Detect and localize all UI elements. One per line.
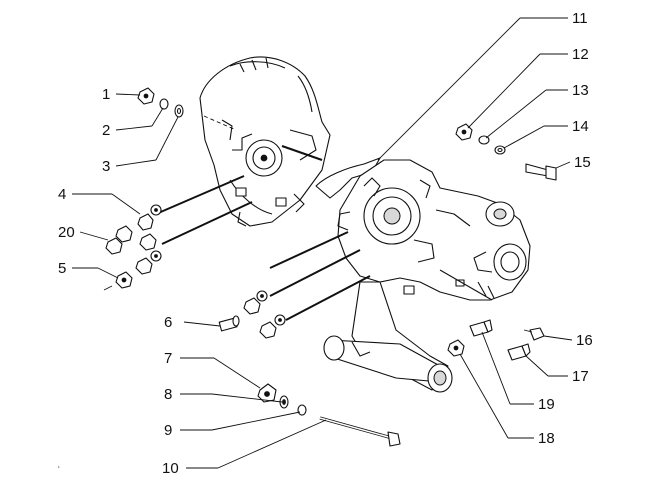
leader-lines <box>72 17 573 469</box>
right-case-studs <box>269 231 371 321</box>
part-screw-17 <box>507 343 531 361</box>
part-nut-18 <box>447 339 465 357</box>
callout-7: 7 <box>164 350 172 367</box>
callout-labels: 1 2 3 4 20 5 6 7 8 9 10 11 12 13 14 15 1… <box>58 10 593 477</box>
callout-13: 13 <box>572 82 589 99</box>
part-nut-20 <box>105 225 133 255</box>
callout-8: 8 <box>164 386 172 403</box>
callout-16: 16 <box>576 332 593 349</box>
callout-4: 4 <box>58 186 66 203</box>
part-bolt-5 <box>103 271 133 291</box>
part-washer-2 <box>159 98 169 110</box>
part-nipple-16 <box>523 327 545 341</box>
callout-5: 5 <box>58 260 66 277</box>
callout-15: 15 <box>574 154 591 171</box>
part-nuts-4 <box>137 204 162 231</box>
callout-17: 17 <box>572 368 589 385</box>
part-nuts-left-group <box>135 233 286 339</box>
engine-mount-arm <box>323 281 453 393</box>
part-screw-19 <box>469 319 493 337</box>
callout-11: 11 <box>572 10 588 27</box>
callout-2: 2 <box>102 122 110 139</box>
left-crankcase-cover <box>199 56 331 227</box>
part-washer-14 <box>494 145 506 155</box>
callout-6: 6 <box>164 314 172 331</box>
callout-19: 19 <box>538 396 555 413</box>
part-washer-3 <box>174 104 184 118</box>
right-crankcase <box>337 159 531 301</box>
callout-10: 10 <box>162 460 179 477</box>
callout-14: 14 <box>572 118 589 135</box>
part-bolt-10 <box>319 416 401 447</box>
callout-18: 18 <box>538 430 555 447</box>
part-nut-7 <box>257 383 277 403</box>
callout-3: 3 <box>102 158 110 175</box>
callout-12: 12 <box>572 46 589 63</box>
callout-1: 1 <box>102 86 110 103</box>
part-nut-1 <box>137 87 155 105</box>
part-dowel-6 <box>218 315 240 332</box>
part-washer-8 <box>279 395 289 409</box>
callout-9: 9 <box>164 422 172 439</box>
gasket <box>315 157 381 199</box>
part-bolt-15 <box>525 163 557 181</box>
left-cover-studs <box>155 115 323 245</box>
diagram-mark: ‘ <box>58 465 60 474</box>
part-washer-9 <box>297 404 307 416</box>
callout-20: 20 <box>58 224 75 241</box>
